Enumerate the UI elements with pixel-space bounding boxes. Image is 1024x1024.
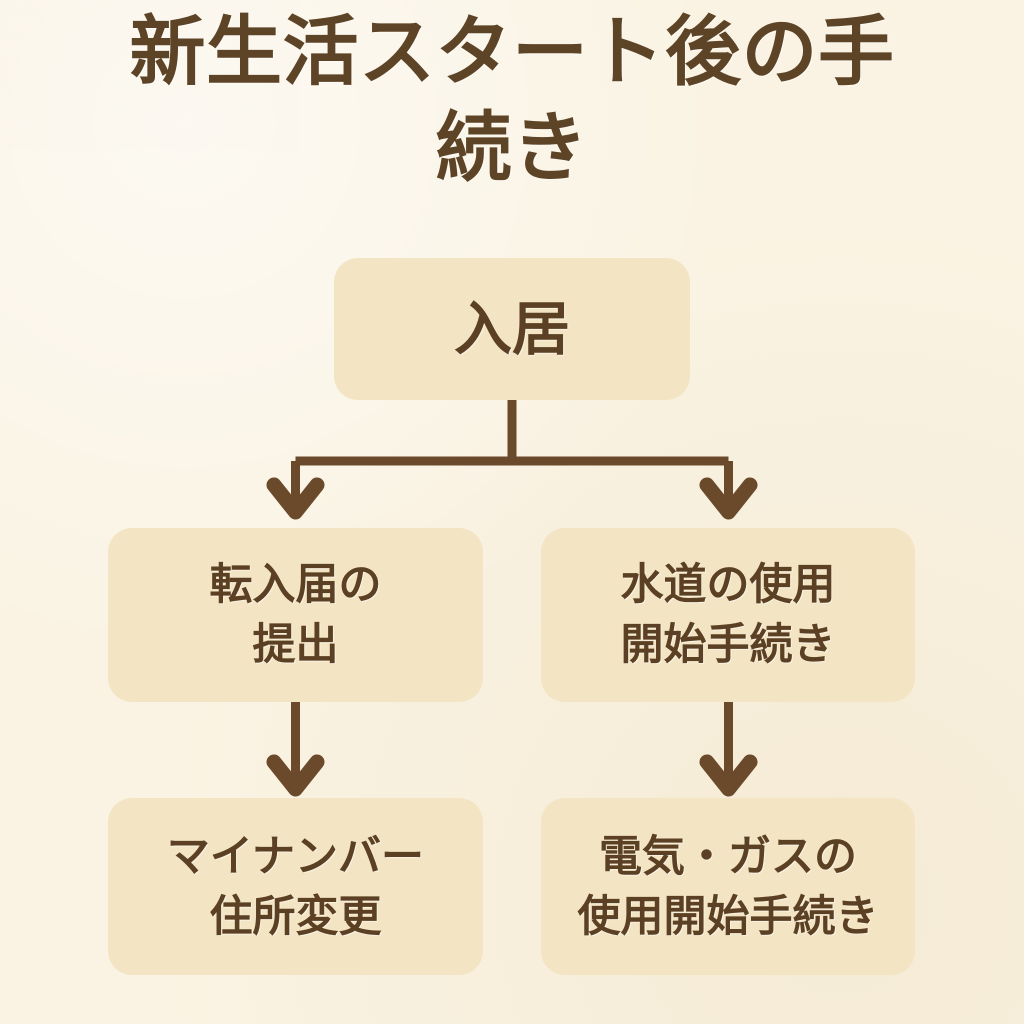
- node-mynumber-address-change[interactable]: マイナンバー 住所変更: [108, 798, 483, 975]
- edge-root-split: [291, 400, 733, 505]
- arrowhead-to-moving-notice: [266, 477, 325, 520]
- arrowhead-to-water: [699, 477, 758, 520]
- node-water-service-start[interactable]: 水道の使用 開始手続き: [541, 528, 915, 702]
- arrowhead-to-gas: [699, 754, 758, 797]
- page-title: 新生活スタート後の手 続き: [129, 7, 895, 192]
- node-moving-in-notification[interactable]: 転入届の 提出: [108, 528, 483, 702]
- node-move-in[interactable]: 入居: [334, 258, 690, 400]
- arrowhead-to-mynumber: [266, 754, 325, 797]
- node-electricity-gas-service-start[interactable]: 電気・ガスの 使用開始手続き: [541, 798, 915, 975]
